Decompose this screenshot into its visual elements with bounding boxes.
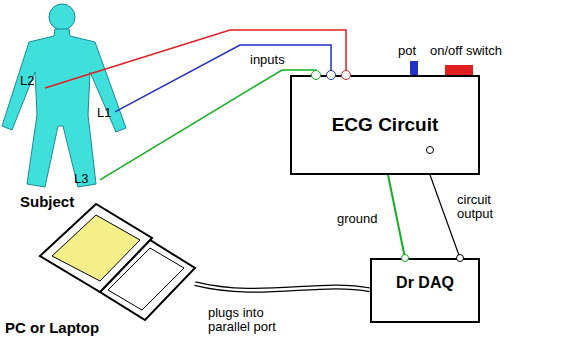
node-label: PC or Laptop <box>5 319 99 336</box>
part-label: on/off switch <box>430 44 502 58</box>
wire <box>388 175 405 258</box>
wire-label: circuit output <box>455 193 514 222</box>
wire <box>100 70 316 180</box>
wire <box>388 175 405 258</box>
ecg-circuit-box: ECG Circuit <box>290 75 480 175</box>
part-label: inputs <box>250 53 285 67</box>
node-label: Dr DAQ <box>396 274 454 292</box>
input-terminal <box>326 70 336 80</box>
output-terminal <box>456 254 464 262</box>
wire-label: plugs into parallel port <box>206 306 306 335</box>
lead-label: L2 <box>20 74 34 88</box>
subject-figure <box>2 4 126 187</box>
cable <box>195 284 370 291</box>
subject-figure-node: Subject <box>10 0 135 210</box>
wire <box>100 70 316 180</box>
switch-symbol <box>445 65 473 75</box>
lead-label: L3 <box>74 172 88 186</box>
laptop-node: PC or Laptop <box>0 195 200 338</box>
input-terminal <box>311 70 321 80</box>
cable-core <box>195 284 370 291</box>
dr-daq-box: Dr DAQ <box>370 258 480 323</box>
output-terminal <box>426 146 434 154</box>
node-label: ECG Circuit <box>332 114 439 136</box>
laptop-illustration <box>40 204 195 320</box>
part-label: pot <box>398 44 416 58</box>
cable <box>195 284 370 291</box>
lead-label: L1 <box>97 106 111 120</box>
input-terminal <box>341 70 351 80</box>
wire-label: ground <box>335 212 379 226</box>
pot-knob <box>410 61 418 75</box>
node-label: Subject <box>20 193 74 210</box>
ground-terminal <box>401 254 409 262</box>
